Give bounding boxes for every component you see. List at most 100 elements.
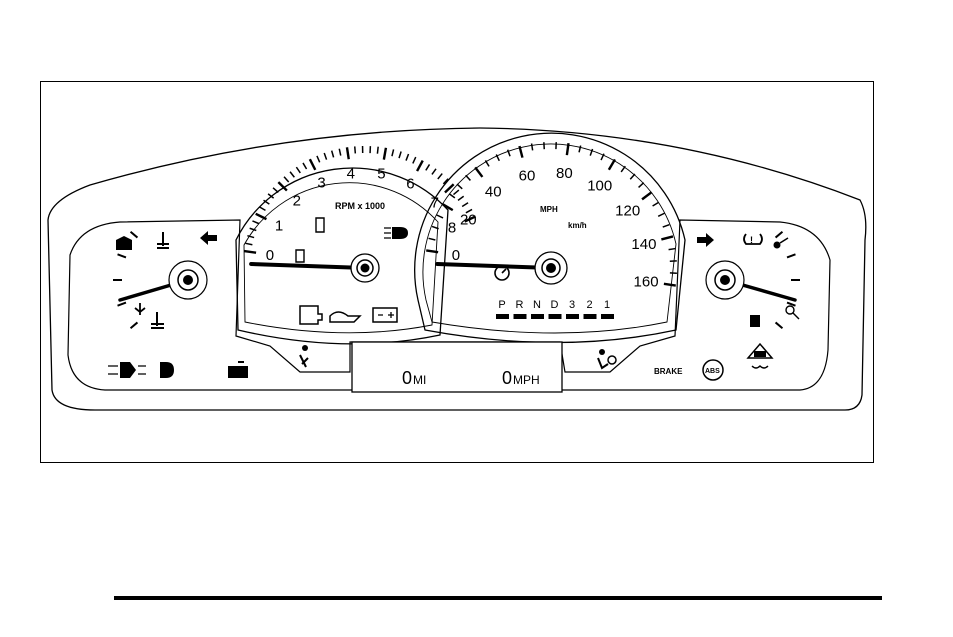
coolant-low-icon	[151, 312, 164, 328]
odometer-miles-value: 0	[402, 368, 412, 388]
prndl-letter: N	[533, 299, 541, 311]
tach-tick	[377, 147, 378, 154]
low-fuel-icon	[750, 315, 760, 327]
kmh-unit-label: km/h	[568, 221, 587, 230]
tach-label: 3	[317, 175, 325, 192]
prndl-bar	[549, 314, 562, 319]
tach-tick	[273, 188, 278, 193]
gauge-tick	[118, 254, 126, 257]
tach-label: 2	[293, 193, 301, 210]
abs-label: ABS	[705, 368, 720, 375]
tachometer-hub	[361, 264, 370, 273]
tach-tick	[355, 146, 356, 153]
prndl-indicator: PRND321	[496, 299, 614, 319]
prndl-letter: R	[516, 299, 524, 311]
speedometer-hub	[546, 263, 556, 273]
speedometer-needle	[437, 264, 551, 268]
speed-tick	[466, 175, 471, 180]
tach-tick	[426, 164, 430, 170]
speed-tick	[567, 143, 569, 155]
prndl-bar	[601, 314, 614, 319]
fuel-gauge-full-icon	[774, 238, 789, 249]
gauge-tick	[776, 322, 783, 328]
speed-tick	[579, 146, 581, 153]
odometer-speed-unit: MPH	[513, 373, 540, 387]
gauge-tick	[776, 232, 783, 238]
stability-icon	[748, 344, 772, 368]
parking-lamp-icon	[160, 362, 174, 378]
tach-tick	[339, 149, 340, 156]
fuel-gauge	[706, 232, 800, 328]
traction-control-icon	[296, 218, 324, 262]
speed-tick	[429, 238, 436, 240]
tach-tick	[438, 174, 442, 179]
cold-temp-icon	[135, 303, 145, 315]
fuel-hub	[720, 275, 730, 285]
tach-label: 0	[266, 247, 274, 264]
speed-label: 100	[587, 178, 612, 195]
tach-tick	[458, 196, 464, 200]
tach-label: 1	[275, 218, 283, 235]
oil-pressure-icon	[330, 312, 360, 322]
tach-tick	[445, 184, 454, 192]
speed-label: 120	[615, 202, 640, 219]
speed-tick	[437, 215, 443, 218]
mph-unit-label: MPH	[540, 205, 558, 214]
tach-label: 4	[347, 165, 355, 182]
left-turn-signal-icon	[200, 231, 217, 245]
speed-tick	[653, 202, 659, 206]
speed-tick	[630, 174, 635, 179]
svg-text:!: !	[750, 235, 753, 245]
gauge-tick	[131, 322, 138, 328]
rpm-unit-label: RPM x 1000	[335, 201, 385, 211]
tach-tick	[347, 147, 349, 159]
fog-lamp-icon	[108, 362, 146, 378]
odometer-miles-unit: MI	[413, 373, 426, 387]
tach-tick	[462, 203, 468, 207]
gauge-tick	[131, 232, 138, 238]
speed-label: 0	[452, 247, 460, 264]
right-turn-signal-icon	[697, 233, 714, 247]
speed-label: 40	[485, 184, 502, 201]
speed-tick	[639, 183, 644, 188]
tach-tick	[317, 156, 320, 162]
gauge-tick	[118, 303, 126, 306]
battery-icon	[373, 308, 397, 322]
prndl-letter: 3	[569, 299, 575, 311]
tach-tick	[310, 159, 315, 170]
tach-tick	[290, 172, 294, 178]
tach-tick	[392, 149, 394, 156]
speed-tick	[663, 225, 670, 227]
speed-tick	[475, 167, 482, 177]
prndl-bar	[531, 314, 544, 319]
tach-tick	[406, 154, 408, 161]
speed-tick	[457, 184, 462, 189]
tach-tick	[384, 148, 386, 160]
brake-warning-label: BRAKE	[654, 367, 683, 376]
tach-tick	[246, 243, 253, 244]
prndl-letter: 2	[586, 299, 592, 311]
tach-tick	[296, 167, 300, 173]
fuel-low-icon	[116, 236, 132, 250]
speed-label: 160	[634, 274, 659, 291]
page-divider	[114, 596, 882, 600]
tach-tick	[453, 190, 458, 194]
speed-tick	[664, 284, 676, 286]
temperature-hub	[183, 275, 193, 285]
abs-icon: ABS	[703, 360, 723, 380]
speed-tick	[642, 192, 652, 199]
gauge-tick	[787, 303, 795, 306]
speed-tick	[609, 159, 615, 169]
tachometer-needle	[251, 264, 365, 268]
tach-tick	[284, 177, 289, 182]
seatbelt-icon	[300, 345, 308, 367]
speed-label: 80	[556, 165, 573, 182]
odometer-display: 0 MI 0 MPH	[352, 342, 562, 392]
tach-label: 5	[377, 166, 385, 183]
gauge-tick	[787, 254, 795, 257]
speed-tick	[621, 166, 625, 172]
speed-label: 140	[631, 236, 656, 253]
